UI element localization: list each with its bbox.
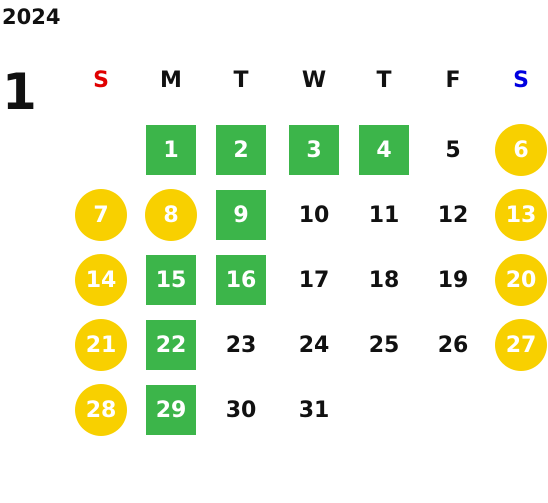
calendar-day[interactable]: 13 <box>495 189 547 241</box>
weekday-label: S <box>513 68 529 93</box>
calendar-day[interactable]: 18 <box>368 267 400 293</box>
weekday-label: M <box>160 68 182 93</box>
calendar-day[interactable]: 29 <box>146 385 196 435</box>
calendar-day[interactable]: 31 <box>298 397 330 423</box>
calendar-day[interactable]: 27 <box>495 319 547 371</box>
weekday-label: S <box>93 68 109 93</box>
calendar-day[interactable]: 2 <box>216 125 266 175</box>
calendar-day[interactable]: 19 <box>437 267 469 293</box>
calendar-day[interactable]: 28 <box>75 384 127 436</box>
calendar-day[interactable]: 16 <box>216 255 266 305</box>
calendar-day[interactable]: 21 <box>75 319 127 371</box>
calendar-year: 2024 <box>2 5 61 29</box>
calendar-day[interactable]: 4 <box>359 125 409 175</box>
calendar-day[interactable]: 11 <box>368 202 400 228</box>
calendar-day[interactable]: 22 <box>146 320 196 370</box>
calendar-day[interactable]: 9 <box>216 190 266 240</box>
calendar-day[interactable]: 3 <box>289 125 339 175</box>
calendar-month: 1 <box>2 63 37 121</box>
calendar-day[interactable]: 26 <box>437 332 469 358</box>
weekday-label: T <box>376 68 392 93</box>
calendar-day[interactable]: 8 <box>145 189 197 241</box>
calendar-day[interactable]: 6 <box>495 124 547 176</box>
calendar-day[interactable]: 17 <box>298 267 330 293</box>
calendar-day[interactable]: 7 <box>75 189 127 241</box>
calendar-day[interactable]: 14 <box>75 254 127 306</box>
calendar-day[interactable]: 23 <box>225 332 257 358</box>
calendar-day[interactable]: 5 <box>445 137 461 163</box>
calendar-day[interactable]: 12 <box>437 202 469 228</box>
weekday-label: T <box>233 68 249 93</box>
calendar-day[interactable]: 10 <box>298 202 330 228</box>
weekday-label: F <box>445 68 461 93</box>
calendar-day[interactable]: 25 <box>368 332 400 358</box>
calendar-day[interactable]: 20 <box>495 254 547 306</box>
calendar-day[interactable]: 24 <box>298 332 330 358</box>
weekday-label: W <box>301 68 327 93</box>
calendar-day[interactable]: 15 <box>146 255 196 305</box>
calendar-day[interactable]: 1 <box>146 125 196 175</box>
calendar-day[interactable]: 30 <box>225 397 257 423</box>
